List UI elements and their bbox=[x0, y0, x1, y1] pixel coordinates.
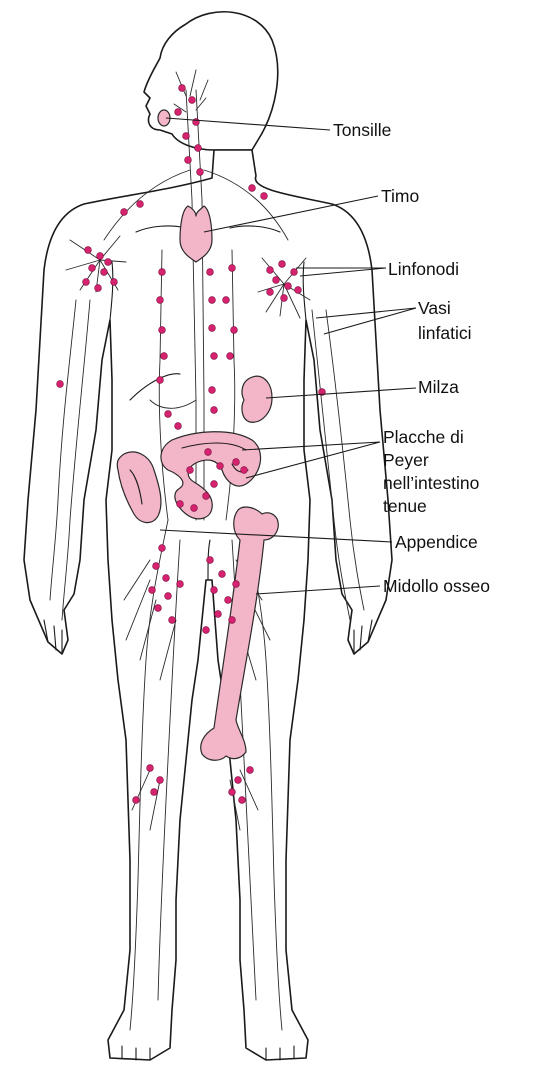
lymph-node-dot bbox=[175, 423, 182, 430]
lymph-node-dot bbox=[209, 325, 216, 332]
label-bone-marrow: Midollo osseo bbox=[383, 576, 490, 596]
lymph-node-dot bbox=[267, 289, 274, 296]
lymph-node-dot bbox=[161, 353, 168, 360]
lymph-node-dot bbox=[211, 481, 218, 488]
lymph-node-dot bbox=[207, 269, 214, 276]
lymph-node-dot bbox=[97, 253, 104, 260]
lymph-node-dot bbox=[233, 459, 240, 466]
lymph-node-dot bbox=[195, 145, 202, 152]
lymph-node-dot bbox=[261, 193, 268, 200]
lymph-node-dot bbox=[219, 571, 226, 578]
lymph-node-dot bbox=[211, 587, 218, 594]
lymph-node-dot bbox=[147, 765, 154, 772]
lymph-node-dot bbox=[291, 269, 298, 276]
lymph-node-dot bbox=[209, 297, 216, 304]
lymph-node-dot bbox=[157, 777, 164, 784]
lymph-node-dot bbox=[169, 617, 176, 624]
lymph-node-dot bbox=[229, 265, 236, 272]
lymph-node-dot bbox=[249, 185, 256, 192]
lymph-node-dot bbox=[281, 295, 288, 302]
lymph-node-dot bbox=[187, 467, 194, 474]
lymph-node-dot bbox=[159, 327, 166, 334]
label-spleen: Milza bbox=[418, 377, 459, 397]
torso-and-limbs bbox=[24, 150, 392, 1060]
lymph-node-dot bbox=[155, 605, 162, 612]
lymph-node-dot bbox=[211, 353, 218, 360]
lymph-node-dot bbox=[203, 493, 210, 500]
lymph-node-dot bbox=[163, 575, 170, 582]
lymph-node-dot bbox=[175, 109, 182, 116]
lymph-node-dot bbox=[295, 287, 302, 294]
lymph-node-dot bbox=[235, 777, 242, 784]
lymph-node-dot bbox=[227, 353, 234, 360]
lymph-node-dot bbox=[157, 377, 164, 384]
lymph-node-dot bbox=[151, 789, 158, 796]
lymph-node-dot bbox=[89, 265, 96, 272]
lymph-node-dot bbox=[241, 467, 248, 474]
label-peyer-line1: Placche di bbox=[383, 427, 464, 447]
label-peyer-line4: tenue bbox=[383, 496, 427, 516]
lymph-node-dot bbox=[165, 411, 172, 418]
lymph-node-dot bbox=[203, 627, 210, 634]
lymph-node-dot bbox=[217, 463, 224, 470]
lymph-node-dot bbox=[225, 597, 232, 604]
lymph-node-dot bbox=[247, 767, 254, 774]
lymph-node-dot bbox=[229, 789, 236, 796]
lymph-node-dot bbox=[159, 545, 166, 552]
lymph-node-dot bbox=[207, 557, 214, 564]
lymph-node-dot bbox=[185, 157, 192, 164]
lymph-node-dot bbox=[177, 501, 184, 508]
lymph-node-dot bbox=[153, 563, 160, 570]
lymph-node-dot bbox=[137, 201, 144, 208]
lymph-node-dot bbox=[101, 269, 108, 276]
label-thymus: Timo bbox=[381, 186, 419, 206]
label-peyer-line2: Peyer bbox=[383, 450, 429, 470]
label-lymph-vessels-line2: linfatici bbox=[418, 323, 472, 343]
lymph-node-dot bbox=[231, 327, 238, 334]
label-lymph-nodes: Linfonodi bbox=[388, 259, 459, 279]
lymph-node-dot bbox=[85, 247, 92, 254]
lymph-node-dot bbox=[133, 797, 140, 804]
body-outline bbox=[24, 12, 392, 1060]
lymph-node-dot bbox=[157, 297, 164, 304]
lymph-node-dot bbox=[239, 797, 246, 804]
lymph-node-dot bbox=[223, 297, 230, 304]
head bbox=[144, 12, 278, 150]
lymph-node-dot bbox=[267, 267, 274, 274]
label-tonsils: Tonsille bbox=[333, 120, 391, 140]
lymph-node-dot bbox=[57, 381, 64, 388]
lymph-node-dot bbox=[197, 169, 204, 176]
label-peyer-line3: nell’intestino bbox=[383, 473, 479, 493]
lymph-node-dot bbox=[179, 85, 186, 92]
lymph-node-dot bbox=[229, 617, 236, 624]
lymph-node-dot bbox=[95, 285, 102, 292]
lymph-node-dot bbox=[159, 269, 166, 276]
lymph-node-dot bbox=[189, 97, 196, 104]
label-appendix: Appendice bbox=[395, 532, 478, 552]
lymph-node-dot bbox=[165, 593, 172, 600]
lymph-node-dot bbox=[121, 209, 128, 216]
lymph-node-dot bbox=[105, 259, 112, 266]
lymph-node-dot bbox=[149, 587, 156, 594]
label-lymph-vessels-line1: Vasi bbox=[418, 298, 451, 318]
lymph-node-dot bbox=[211, 407, 218, 414]
lymph-node-dot bbox=[183, 133, 190, 140]
lymph-node-dot bbox=[177, 581, 184, 588]
lymph-node-dot bbox=[285, 283, 292, 290]
lymph-node-dot bbox=[111, 279, 118, 286]
lymph-node-dot bbox=[279, 261, 286, 268]
lymph-node-dot bbox=[233, 581, 240, 588]
lymph-node-dot bbox=[83, 279, 90, 286]
lymph-node-dot bbox=[205, 449, 212, 456]
thymus-shape bbox=[180, 206, 212, 262]
lymph-node-dot bbox=[209, 387, 216, 394]
lymph-node-dot bbox=[273, 277, 280, 284]
lymph-node-dot bbox=[191, 505, 198, 512]
lymph-node-dot bbox=[215, 611, 222, 618]
